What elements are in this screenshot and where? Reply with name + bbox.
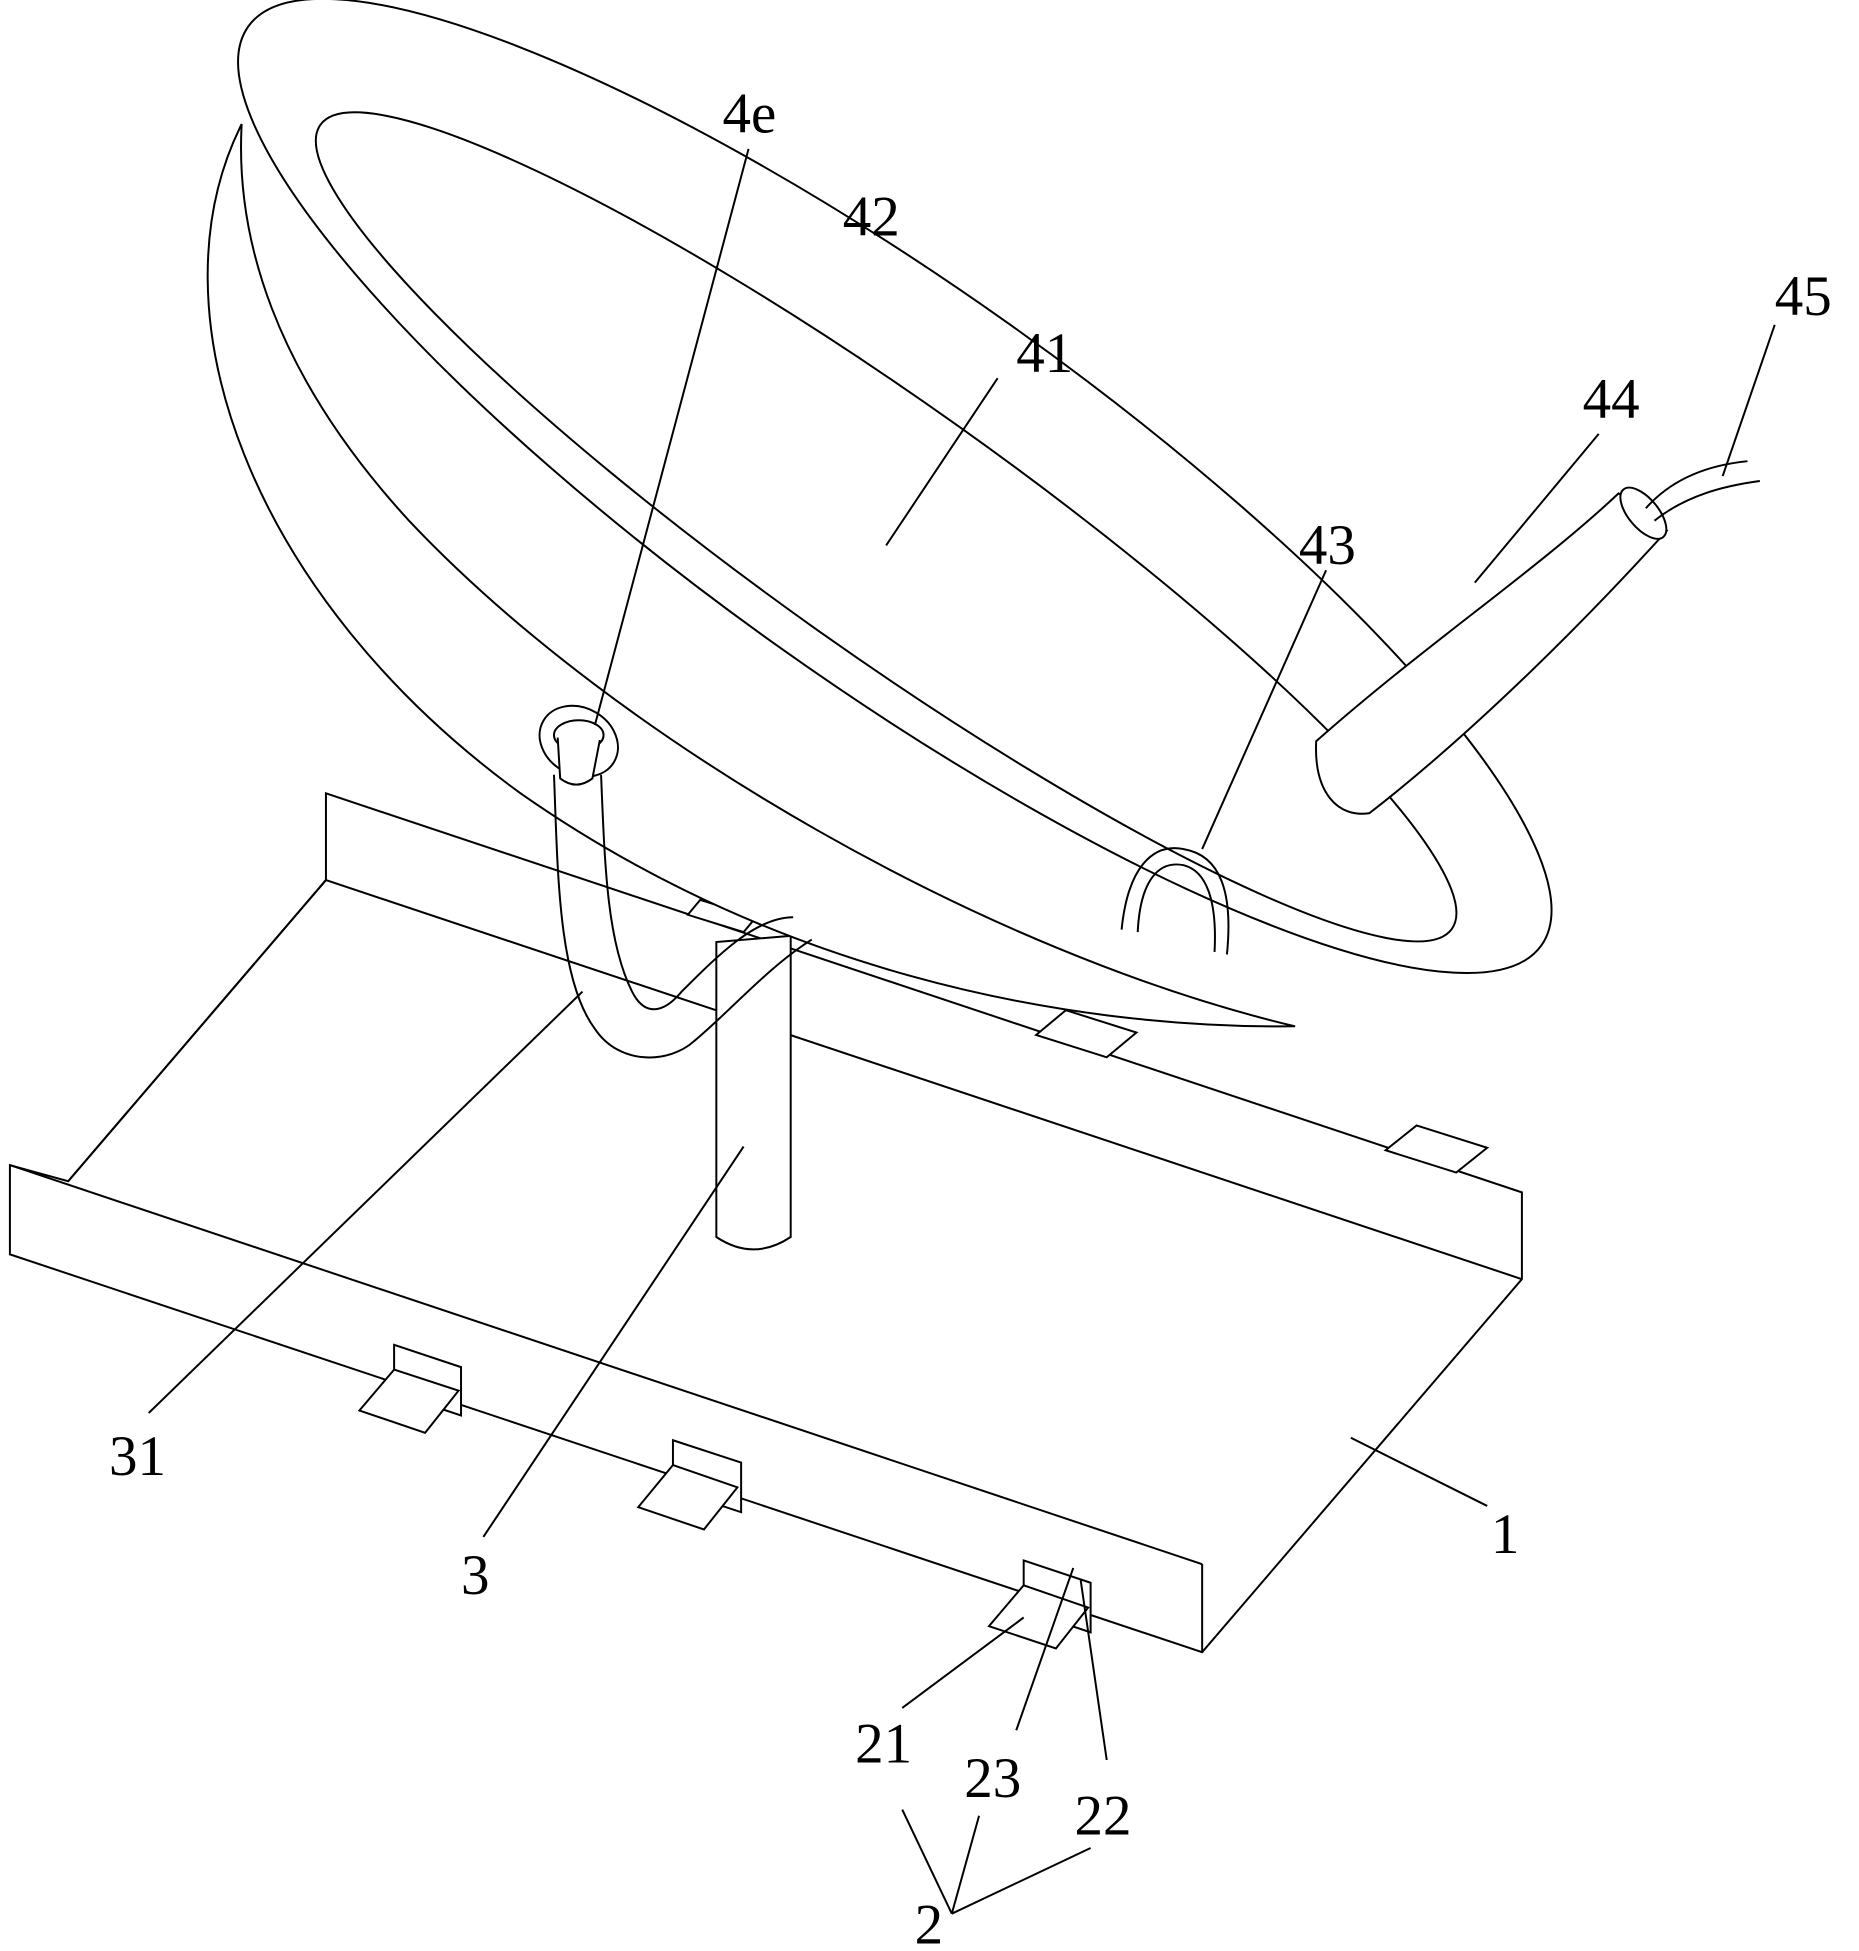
label-1: 1 xyxy=(1491,1503,1520,1566)
clip xyxy=(1034,1009,1139,1059)
label-2: 2 xyxy=(915,1893,944,1951)
label-21: 21 xyxy=(855,1712,912,1775)
clip xyxy=(1383,1124,1490,1174)
label-31: 31 xyxy=(109,1425,166,1488)
dish xyxy=(237,0,1553,975)
label-41: 41 xyxy=(1016,322,1073,385)
label-23: 23 xyxy=(964,1747,1021,1810)
cable-45 xyxy=(1645,460,1760,522)
label-22: 22 xyxy=(1075,1784,1132,1847)
support-arm xyxy=(552,774,813,1059)
clips xyxy=(357,898,1490,1650)
label-45: 45 xyxy=(1775,265,1832,328)
label-43: 43 xyxy=(1299,514,1356,577)
label-44: 44 xyxy=(1583,368,1640,431)
nozzle-4e xyxy=(538,704,619,786)
handle-43 xyxy=(1120,847,1230,955)
support-pole xyxy=(715,934,792,1251)
dish-back xyxy=(206,123,1296,1028)
tube-44 xyxy=(1315,460,1760,815)
clip xyxy=(636,1438,743,1531)
label-4e: 4e xyxy=(723,83,777,146)
clip xyxy=(357,1343,463,1434)
label-3: 3 xyxy=(461,1544,490,1607)
label-42: 42 xyxy=(843,186,900,249)
leader-lines xyxy=(148,148,1776,1915)
clip xyxy=(987,1559,1092,1650)
